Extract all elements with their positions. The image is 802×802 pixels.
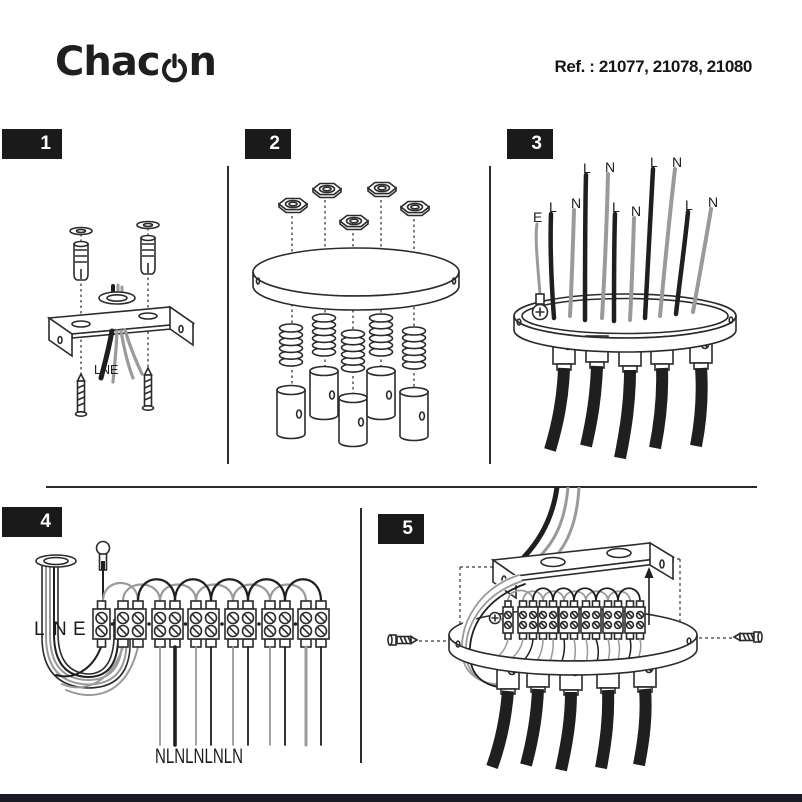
step-2-badge: 2 [245, 129, 291, 159]
canopy-rim [513, 315, 737, 353]
rim-hole-left [455, 640, 461, 648]
ceiling-plate [252, 247, 460, 311]
step-2-illustration [252, 181, 460, 448]
wire-label-n2: N [605, 159, 615, 175]
terminal-blocks [92, 600, 330, 648]
wire-label-n3: N [631, 203, 641, 219]
mounting-bracket [46, 305, 196, 358]
pendant-cords [486, 688, 652, 772]
canopy-inner-rim [521, 297, 729, 335]
canopy-wires [534, 166, 713, 324]
supply-wires [98, 328, 144, 384]
wire-label-e: E [533, 209, 542, 225]
bridge-loops [101, 578, 323, 603]
brand-logo: Chac n [55, 39, 218, 85]
step-3-number: 3 [531, 133, 542, 154]
wire-label-n1: N [571, 195, 581, 211]
step-4-illustration: L N E NLNLNLNLN [34, 540, 330, 768]
bridge-loops [507, 587, 641, 602]
alignment-dashed-box [419, 558, 732, 642]
supply-label-e: E [73, 619, 86, 640]
cable-label: LNE [94, 363, 118, 377]
supply-wire-tails [55, 646, 139, 697]
cable-grommet [98, 283, 136, 305]
wire-label-l2: L [583, 160, 591, 176]
pendant-cords [544, 365, 708, 460]
wire-label-l4: L [650, 154, 658, 170]
hex-nuts [278, 181, 430, 231]
wire-label-n5: N [708, 194, 718, 210]
step-5-illustration [387, 487, 763, 772]
earth-pin [95, 540, 111, 602]
reference-numbers: Ref. : 21077, 21078, 21080 [554, 57, 752, 76]
supply-label-l: L [34, 619, 45, 640]
rim-hole-right [686, 637, 692, 645]
step-1-number: 1 [40, 133, 51, 154]
wall-plugs [69, 220, 160, 281]
wire-label-n4: N [672, 154, 682, 170]
insert-arrow [644, 567, 654, 625]
supply-cable-loop [35, 554, 131, 689]
wire-label-l3: L [612, 199, 620, 215]
supply-label-n: N [53, 619, 67, 640]
rim-hole-left [516, 318, 522, 326]
power-o-icon [161, 53, 187, 83]
mounting-bracket [490, 541, 676, 600]
screws [74, 366, 155, 417]
step-1-illustration: LNE [46, 220, 196, 417]
step-4-number: 4 [40, 511, 51, 532]
footer-bar [0, 794, 802, 802]
step-5-number: 5 [402, 518, 413, 539]
fixing-screw-right [732, 631, 763, 643]
step-4-badge: 4 [2, 507, 62, 537]
divider-step2-step3 [489, 166, 491, 464]
step-3-badge: 3 [507, 129, 553, 159]
step-5-badge: 5 [378, 514, 424, 544]
terminal-sequence-label: NLNLNLNLN [155, 745, 243, 768]
brand-text-right: n [188, 39, 218, 85]
wire-labels: E L N L N L N L N L N [533, 154, 718, 225]
pendant-wire-drops [159, 645, 322, 747]
step-1-badge: 1 [2, 129, 62, 159]
canopy-rim [448, 634, 698, 676]
rim-hole-right [728, 316, 734, 324]
wire-label-l1: L [549, 199, 557, 215]
wire-label-l5: L [685, 197, 693, 213]
supply-labels: L N E [34, 619, 86, 640]
fixing-screw-left [387, 634, 419, 646]
divider-step1-step2 [227, 166, 229, 464]
step-2-number: 2 [269, 133, 280, 154]
terminal-blocks [502, 600, 646, 640]
divider-horizontal [46, 486, 757, 488]
earth-screw [531, 303, 549, 321]
divider-step4-step5 [360, 508, 362, 763]
step-3-illustration: E L N L N L N L N L N [513, 154, 737, 460]
brand-text-left: Chac [55, 39, 161, 85]
